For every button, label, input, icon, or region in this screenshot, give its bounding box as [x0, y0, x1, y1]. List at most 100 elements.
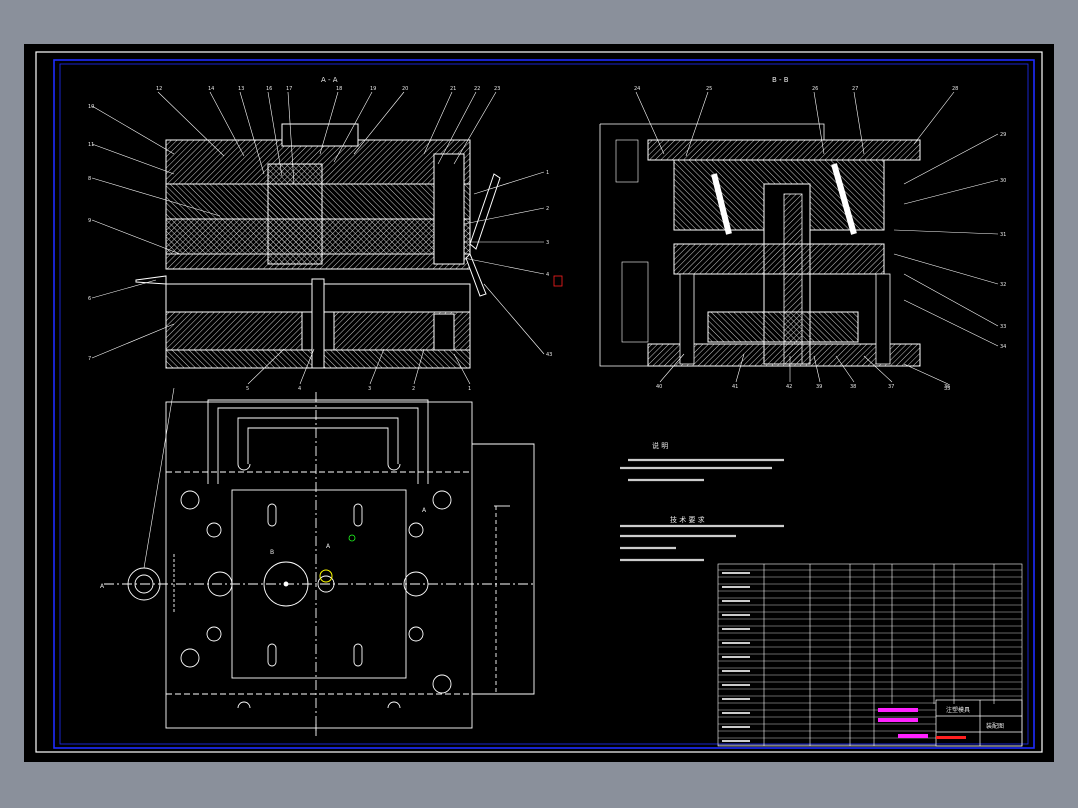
callout: 32 [1000, 282, 1006, 288]
bom-text-mark [722, 628, 750, 630]
title-block-subtitle: 装配图 [986, 722, 1004, 730]
outer-border [35, 51, 1043, 753]
tech-req-lines [620, 524, 784, 562]
plan-view [104, 387, 535, 736]
notes-section: 说 明 技 术 要 求 [620, 441, 784, 562]
callout: 6 [88, 296, 91, 302]
callout: 21 [450, 86, 456, 92]
notes-title: 说 明 [652, 441, 668, 450]
aa-leader-lines [91, 91, 545, 385]
callout: 3 [368, 386, 371, 392]
bom-text-mark [722, 614, 750, 616]
bom-text-mark [722, 572, 750, 574]
nozzle [135, 275, 167, 285]
angled-pin-right [831, 163, 857, 235]
section-aa-view: A - A [88, 76, 552, 392]
bom-text-mark [722, 642, 750, 644]
callout: 14 [208, 86, 214, 92]
guide-hole [432, 490, 452, 510]
bb-leader-lines [635, 91, 999, 385]
callout: 26 [812, 86, 818, 92]
bom-text-mark [722, 600, 750, 602]
guide-hole [180, 648, 200, 668]
bill-of-materials [717, 563, 1023, 747]
plan-outline [165, 401, 473, 729]
callout: 29 [1000, 132, 1006, 138]
tech-req-title: 技 术 要 求 [670, 515, 705, 524]
callout: 2 [546, 206, 549, 212]
callout: 28 [952, 86, 958, 92]
callout: 31 [1000, 232, 1006, 238]
callout: 22 [474, 86, 480, 92]
callout: 33 [1000, 324, 1006, 330]
callout: 40 [656, 384, 662, 390]
callout: 4 [546, 272, 549, 278]
colored-stamps [878, 708, 966, 739]
section-bb-title: B - B [772, 76, 789, 84]
red-marker [553, 275, 563, 287]
callout: 24 [634, 86, 640, 92]
bom-text-mark [722, 656, 750, 658]
callout: 5 [246, 386, 249, 392]
callout: 16 [266, 86, 272, 92]
callout: 19 [370, 86, 376, 92]
bom-rows [718, 569, 1022, 746]
angled-pin-left [711, 173, 732, 235]
callout: 10 [88, 104, 94, 110]
callout: 23 [494, 86, 500, 92]
cut-label-b: B [270, 549, 274, 556]
cad-drawing: A - A [35, 51, 1043, 753]
callout: 35 [944, 386, 950, 392]
bom-text-mark [722, 740, 750, 742]
bb-ejector-plate [707, 311, 859, 343]
guide-hole [180, 490, 200, 510]
callout: 25 [706, 86, 712, 92]
callout: 41 [732, 384, 738, 390]
callout: 7 [88, 356, 91, 362]
callout: 17 [286, 86, 292, 92]
title-block [935, 699, 1023, 747]
callout: 9 [88, 218, 91, 224]
green-marker [348, 534, 356, 542]
sprue-puller [311, 278, 325, 369]
cut-label-a: A [422, 507, 427, 514]
callout: 1 [546, 170, 549, 176]
drawing-sheet: A - A [24, 44, 1054, 762]
callout: 20 [402, 86, 408, 92]
notes-text-lines [620, 458, 784, 482]
callout: 3 [546, 240, 549, 246]
callout: 12 [156, 86, 162, 92]
callout: 42 [786, 384, 792, 390]
section-bb-view: B - B [599, 76, 1006, 392]
ejector-plate-left [165, 311, 303, 351]
bom-text-mark [722, 684, 750, 686]
callout: 43 [546, 352, 552, 358]
slide-block [267, 163, 323, 265]
callout: 37 [888, 384, 894, 390]
bom-text-mark [722, 726, 750, 728]
callout: 34 [1000, 344, 1006, 350]
cut-label-a-center: A [326, 543, 331, 550]
yellow-marker [319, 569, 333, 583]
guide-hole [432, 674, 452, 694]
callout: 8 [88, 176, 91, 182]
cut-label-a-left: A [100, 583, 105, 590]
callout: 4 [298, 386, 301, 392]
bb-top-plate [647, 139, 921, 161]
callout: 1 [468, 386, 471, 392]
callout: 39 [816, 384, 822, 390]
bb-bottom-plate [647, 343, 921, 367]
lever-arm [469, 173, 501, 250]
bom-text-mark [722, 586, 750, 588]
guide-pin-column [433, 153, 465, 265]
bom-text-mark [722, 712, 750, 714]
callout: 36 [944, 384, 950, 390]
inner-border [53, 59, 1035, 749]
sprue-bushing [263, 561, 309, 607]
callout: 27 [852, 86, 858, 92]
callout: 13 [238, 86, 244, 92]
bom-text-mark [722, 698, 750, 700]
callout: 2 [412, 386, 415, 392]
callout: 38 [850, 384, 856, 390]
bom-text-mark [722, 670, 750, 672]
